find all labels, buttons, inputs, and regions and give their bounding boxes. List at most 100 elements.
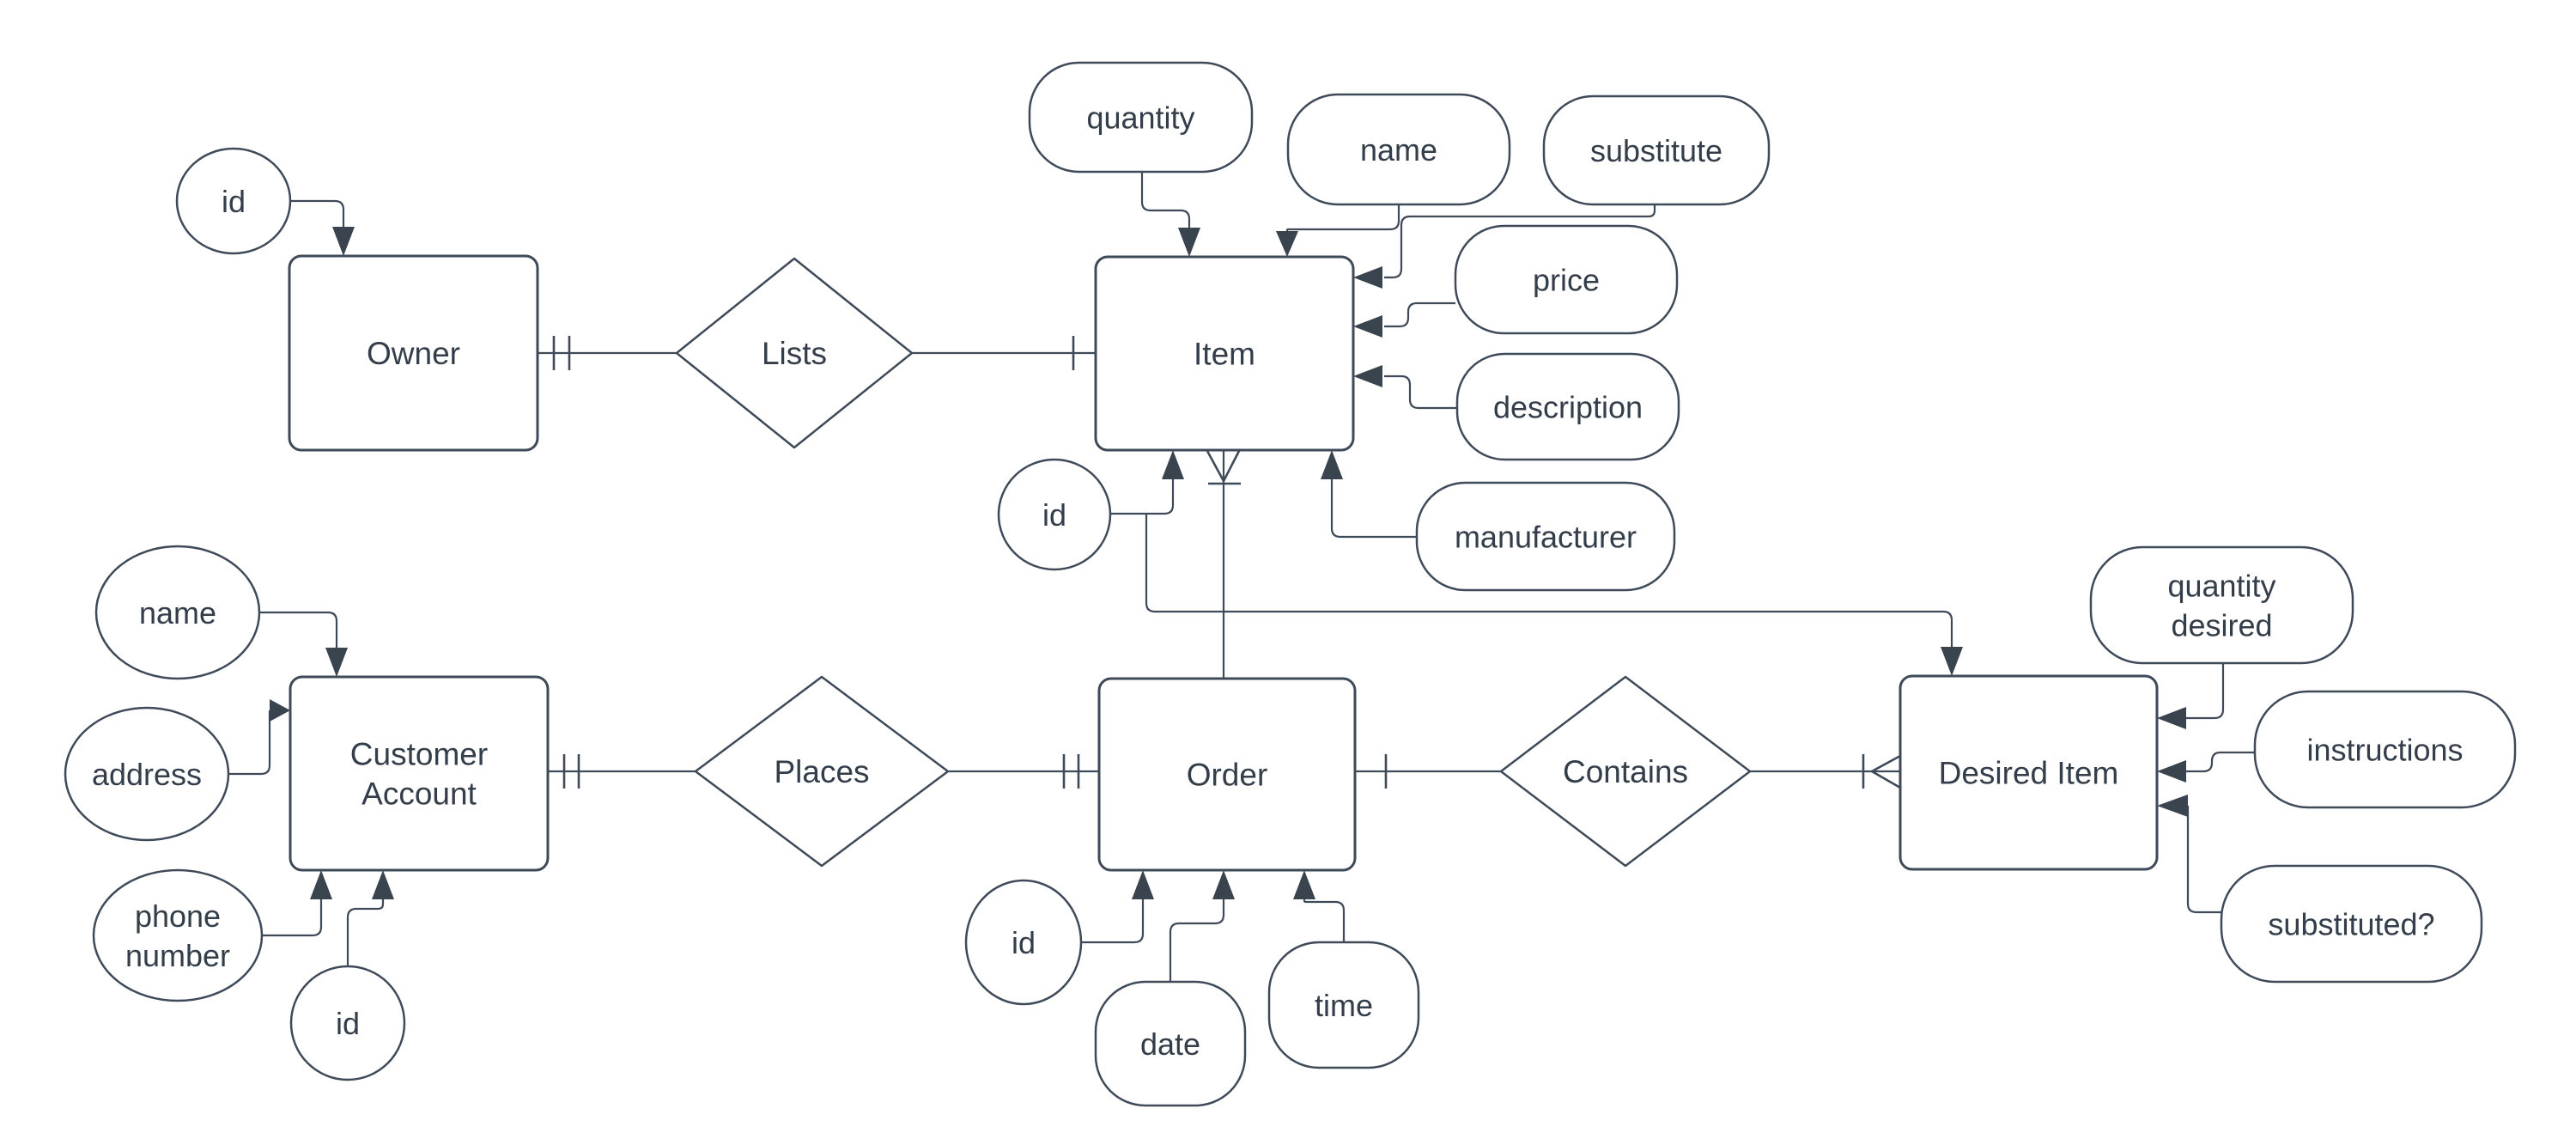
attribute-item-name[interactable]: name [1286,93,1511,206]
attribute-item-id-ellipse[interactable] [997,458,1112,571]
connector-customer-name-conn[interactable] [259,611,338,648]
relationship-contains-diamond[interactable] [1499,675,1752,868]
arrowhead-customer-phone-conn-up-icon [310,870,332,899]
connector-item-manufacturer-conn[interactable] [1330,479,1417,539]
attribute-item-name-stadium[interactable] [1286,93,1511,206]
attribute-item-substitute[interactable]: substitute [1542,94,1771,206]
connector-order-time-conn[interactable] [1303,899,1346,942]
attribute-item-quantity-stadium[interactable] [1028,61,1254,174]
arrowhead-item-substitute-conn-left-icon [1353,266,1382,289]
item-price-label: price [1533,263,1600,298]
attribute-customer-phone-number-ellipse[interactable] [92,868,264,1002]
attribute-customer-id-ellipse[interactable] [289,965,406,1081]
entity-order[interactable]: Order [1097,677,1357,872]
arrowhead-order-time-conn-up-icon [1293,870,1315,899]
attribute-desired-substituted[interactable]: substituted? [2220,864,2483,984]
owner-label: Owner [367,336,460,371]
item-quantity-label: quantity [1086,100,1194,136]
attribute-customer-name[interactable]: name [94,545,261,680]
notation-item-order-crowfoot-leg-1 [1206,450,1225,482]
attribute-customer-address-ellipse[interactable] [64,706,230,842]
relationship-places[interactable]: Places [694,675,950,868]
attribute-order-date-stadium[interactable] [1094,980,1247,1107]
attribute-item-id[interactable]: id [997,458,1112,571]
connector-order-id-conn[interactable] [1081,899,1145,944]
attribute-desired-instructions-stadium[interactable] [2253,690,2517,809]
entity-order-box[interactable] [1097,677,1357,872]
attribute-item-description[interactable]: description [1455,352,1680,461]
desired-instructions-label: instructions [2306,733,2463,768]
connector-desired-instructions-conn[interactable] [2186,751,2255,773]
entity-customer-account-box[interactable] [289,675,550,872]
attribute-desired-instructions[interactable]: instructions [2253,690,2517,809]
arrowhead-order-id-conn-up-icon [1132,870,1154,899]
attribute-order-id[interactable]: id [964,879,1083,1006]
contains-label: Contains [1563,754,1688,789]
connector-customer-id-conn[interactable] [346,899,385,966]
attribute-item-substitute-stadium[interactable] [1542,94,1771,206]
entity-desired-item[interactable]: Desired Item [1899,674,2159,871]
connector-customer-phone-conn[interactable] [262,899,323,937]
connector-owner-id-conn[interactable] [290,199,345,228]
attribute-owner-id-ellipse[interactable] [175,147,292,255]
arrowhead-customer-id-conn-up-icon [372,870,394,899]
attribute-order-id-ellipse[interactable] [964,879,1083,1006]
order-time-label: time [1315,988,1373,1023]
entity-owner[interactable]: Owner [288,254,539,452]
entity-item-box[interactable] [1094,255,1355,452]
entity-owner-box[interactable] [288,254,539,452]
attribute-desired-quantity-desired-stadium[interactable] [2089,545,2354,665]
connector-item-substitute-conn[interactable] [1384,204,1656,279]
attribute-item-manufacturer[interactable]: manufacturer [1415,481,1676,592]
connector-item-quantity-conn[interactable] [1140,172,1191,229]
arrowhead-item-id-desired-conn-down-icon [1941,647,1963,676]
notation-contains-desired-crowfoot-leg-2 [1871,770,1901,789]
attribute-item-price[interactable]: price [1454,224,1679,335]
attribute-order-time-stadium[interactable] [1267,941,1420,1069]
attribute-item-manufacturer-stadium[interactable] [1415,481,1676,592]
connector-item-description-conn[interactable] [1384,375,1457,410]
owner-id-label: id [222,184,246,219]
connector-desired-quantity-conn[interactable] [2186,663,2225,720]
attribute-customer-id[interactable]: id [289,965,406,1081]
arrowhead-item-name-conn-down-icon [1276,231,1298,257]
attribute-owner-id[interactable]: id [175,147,292,255]
attribute-item-price-stadium[interactable] [1454,224,1679,335]
arrowhead-item-price-conn-left-icon [1353,315,1382,338]
attribute-customer-name-ellipse[interactable] [94,545,261,680]
relationship-lists-diamond[interactable] [675,257,914,449]
entity-desired-item-box[interactable] [1899,674,2159,871]
attribute-customer-address[interactable]: address [64,706,230,842]
connector-customer-address-conn[interactable] [228,710,271,776]
desired-item-label: Desired Item [1939,756,2119,791]
item-label: Item [1194,337,1255,372]
connector-item-price-conn[interactable] [1384,302,1455,328]
attribute-order-date[interactable]: date [1094,980,1247,1107]
attribute-item-description-stadium[interactable] [1455,352,1680,461]
arrowhead-item-manufacturer-conn-up-icon [1321,450,1343,479]
attribute-item-quantity[interactable]: quantity [1028,61,1254,174]
lists-label: Lists [762,336,827,371]
arrowhead-order-date-conn-up-icon [1212,870,1235,899]
relationship-contains[interactable]: Contains [1499,675,1752,868]
order-date-label: date [1140,1026,1200,1062]
connector-item-id-desired-conn[interactable] [1145,514,1953,647]
connector-desired-substituted-conn[interactable] [2186,806,2221,914]
connector-order-date-conn[interactable] [1169,899,1225,982]
arrowhead-desired-instructions-conn-left-icon [2157,760,2186,783]
relationship-places-diamond[interactable] [694,675,950,868]
connector-item-id-conn[interactable] [1110,479,1175,515]
connector-item-name-conn[interactable] [1285,204,1400,231]
attribute-desired-substituted-stadium[interactable] [2220,864,2483,984]
item-description-label: description [1493,390,1643,425]
arrowhead-desired-quantity-conn-left-icon [2157,707,2186,729]
relationship-lists[interactable]: Lists [675,257,914,449]
item-manufacturer-label: manufacturer [1455,520,1637,555]
entity-item[interactable]: Item [1094,255,1355,452]
attribute-order-time[interactable]: time [1267,941,1420,1069]
